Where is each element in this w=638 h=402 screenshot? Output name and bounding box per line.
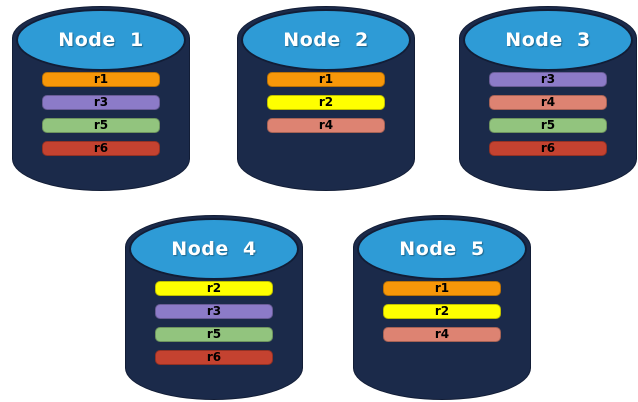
- node-5: Node 5 r1 r2 r4: [353, 215, 531, 400]
- node-2: Node 2 r1 r2 r4: [237, 6, 415, 191]
- replica-list: r1 r2 r4: [237, 72, 415, 133]
- replica-r1: r1: [42, 72, 160, 87]
- replica-r3: r3: [42, 95, 160, 110]
- replica-r5: r5: [489, 118, 607, 133]
- replica-r6: r6: [42, 141, 160, 156]
- node-title: Node 2: [283, 29, 369, 51]
- node-title: Node 5: [399, 238, 485, 260]
- cylinder-lid: Node 2: [241, 9, 411, 71]
- replica-r6: r6: [155, 350, 273, 365]
- replica-r2: r2: [155, 281, 273, 296]
- node-1: Node 1 r1 r3 r5 r6: [12, 6, 190, 191]
- replica-r1: r1: [267, 72, 385, 87]
- cylinder-body: [459, 38, 637, 191]
- replica-r5: r5: [42, 118, 160, 133]
- node-3: Node 3 r3 r4 r5 r6: [459, 6, 637, 191]
- cylinder-lid: Node 3: [463, 9, 633, 71]
- replica-r3: r3: [155, 304, 273, 319]
- node-title: Node 4: [171, 238, 257, 260]
- replica-r5: r5: [155, 327, 273, 342]
- replica-list: r1 r2 r4: [353, 281, 531, 342]
- replica-list: r1 r3 r5 r6: [12, 72, 190, 156]
- node-title: Node 1: [58, 29, 144, 51]
- replica-r2: r2: [383, 304, 501, 319]
- node-4: Node 4 r2 r3 r5 r6: [125, 215, 303, 400]
- node-title: Node 3: [505, 29, 591, 51]
- replica-r4: r4: [267, 118, 385, 133]
- replica-list: r3 r4 r5 r6: [459, 72, 637, 156]
- replica-r6: r6: [489, 141, 607, 156]
- replica-r4: r4: [383, 327, 501, 342]
- replica-r3: r3: [489, 72, 607, 87]
- replica-r1: r1: [383, 281, 501, 296]
- cylinder-lid: Node 4: [129, 218, 299, 280]
- replica-r2: r2: [267, 95, 385, 110]
- cylinder-lid: Node 5: [357, 218, 527, 280]
- cylinder-lid: Node 1: [16, 9, 186, 71]
- replica-r4: r4: [489, 95, 607, 110]
- replica-list: r2 r3 r5 r6: [125, 281, 303, 365]
